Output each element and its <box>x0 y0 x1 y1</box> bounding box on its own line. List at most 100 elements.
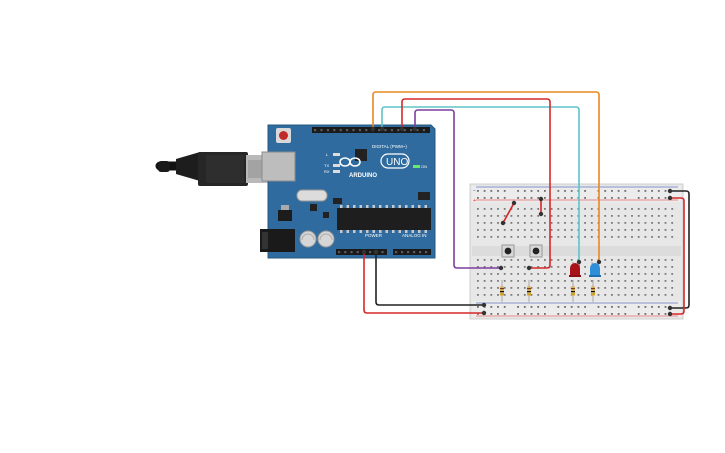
breadboard-hole[interactable] <box>611 294 613 296</box>
breadboard-hole[interactable] <box>537 280 540 282</box>
breadboard-hole[interactable] <box>483 208 486 210</box>
breadboard-hole[interactable] <box>544 280 546 282</box>
breadboard-hole[interactable] <box>611 259 613 261</box>
rail-hole[interactable] <box>557 197 560 199</box>
breadboard-hole[interactable] <box>624 259 627 261</box>
wires[interactable] <box>363 91 690 315</box>
breadboard-hole[interactable] <box>617 236 620 238</box>
breadboard-hole[interactable] <box>497 266 499 268</box>
rail-hole[interactable] <box>597 313 600 315</box>
breadboard-hole[interactable] <box>530 215 533 217</box>
rail-hole[interactable] <box>497 190 499 192</box>
breadboard-hole[interactable] <box>497 280 499 282</box>
rail-hole[interactable] <box>651 306 653 308</box>
breadboard-hole[interactable] <box>657 294 660 296</box>
breadboard-hole[interactable] <box>483 236 486 238</box>
breadboard-hole[interactable] <box>570 259 573 261</box>
breadboard-hole[interactable] <box>604 280 607 282</box>
rail-hole[interactable] <box>503 197 506 199</box>
rail-hole[interactable] <box>637 306 640 308</box>
rail-hole[interactable] <box>570 313 573 315</box>
breadboard-hole[interactable] <box>544 259 546 261</box>
breadboard-hole[interactable] <box>557 294 560 296</box>
analog-pin[interactable] <box>413 251 416 254</box>
analog-pin[interactable] <box>419 251 422 254</box>
breadboard-hole[interactable] <box>611 280 613 282</box>
rail-hole[interactable] <box>477 313 479 315</box>
breadboard-hole[interactable] <box>537 273 540 275</box>
breadboard-hole[interactable] <box>584 208 586 210</box>
breadboard-hole[interactable] <box>664 287 667 289</box>
rail-hole[interactable] <box>624 313 627 315</box>
breadboard-hole[interactable] <box>477 208 479 210</box>
led-blue[interactable] <box>589 261 601 277</box>
rail-hole[interactable] <box>530 313 533 315</box>
breadboard-hole[interactable] <box>617 222 620 224</box>
rail-hole[interactable] <box>644 313 647 315</box>
breadboard-hole[interactable] <box>584 259 586 261</box>
breadboard-hole[interactable] <box>550 222 553 224</box>
breadboard-hole[interactable] <box>664 294 667 296</box>
rail-hole[interactable] <box>644 190 647 192</box>
rail-hole[interactable] <box>584 313 586 315</box>
breadboard-hole[interactable] <box>564 229 566 231</box>
breadboard-hole[interactable] <box>557 229 560 231</box>
breadboard-hole[interactable] <box>604 222 607 224</box>
breadboard-hole[interactable] <box>477 259 479 261</box>
rail-hole[interactable] <box>584 197 586 199</box>
rail-hole[interactable] <box>523 197 526 199</box>
breadboard-hole[interactable] <box>624 229 627 231</box>
breadboard-hole[interactable] <box>537 259 540 261</box>
wire-red-rail-link[interactable] <box>670 197 685 315</box>
breadboard-hole[interactable] <box>604 259 607 261</box>
rail-hole[interactable] <box>530 197 533 199</box>
rail-hole[interactable] <box>657 197 660 199</box>
breadboard-hole[interactable] <box>483 215 486 217</box>
breadboard-hole[interactable] <box>510 280 513 282</box>
resistor-4[interactable] <box>591 280 595 302</box>
breadboard-hole[interactable] <box>517 229 519 231</box>
breadboard-hole[interactable] <box>550 273 553 275</box>
breadboard-hole[interactable] <box>597 287 600 289</box>
breadboard-hole[interactable] <box>523 287 526 289</box>
breadboard-hole[interactable] <box>651 266 653 268</box>
breadboard-hole[interactable] <box>671 259 674 261</box>
breadboard-hole[interactable] <box>490 222 493 224</box>
resistor-3[interactable] <box>571 280 575 302</box>
breadboard-hole[interactable] <box>537 266 540 268</box>
breadboard-hole[interactable] <box>510 287 513 289</box>
breadboard-hole[interactable] <box>671 273 674 275</box>
breadboard-hole[interactable] <box>570 229 573 231</box>
breadboard-hole[interactable] <box>544 208 546 210</box>
breadboard-hole[interactable] <box>651 287 653 289</box>
breadboard-hole[interactable] <box>523 236 526 238</box>
breadboard-hole[interactable] <box>550 287 553 289</box>
breadboard-hole[interactable] <box>590 259 593 261</box>
rail-hole[interactable] <box>530 190 533 192</box>
rail-hole[interactable] <box>564 190 566 192</box>
breadboard-hole[interactable] <box>503 280 506 282</box>
arduino-uno-board[interactable]: L TX RX ON ARDUINO UNO DIGITAL (PWM~) PO… <box>260 124 436 259</box>
breadboard-hole[interactable] <box>664 273 667 275</box>
rail-hole[interactable] <box>537 190 540 192</box>
breadboard-hole[interactable] <box>517 208 519 210</box>
rail-hole[interactable] <box>517 197 519 199</box>
power-pin[interactable] <box>344 251 347 254</box>
rail-hole[interactable] <box>584 190 586 192</box>
rail-hole[interactable] <box>564 313 566 315</box>
breadboard-hole[interactable] <box>624 273 627 275</box>
rail-hole[interactable] <box>570 306 573 308</box>
breadboard-hole[interactable] <box>644 266 647 268</box>
breadboard-hole[interactable] <box>564 236 566 238</box>
breadboard-hole[interactable] <box>544 236 546 238</box>
breadboard-hole[interactable] <box>503 266 506 268</box>
rail-hole[interactable] <box>497 306 499 308</box>
rail-hole[interactable] <box>604 313 607 315</box>
breadboard-hole[interactable] <box>604 294 607 296</box>
breadboard-hole[interactable] <box>497 215 499 217</box>
breadboard-hole[interactable] <box>497 208 499 210</box>
breadboard-hole[interactable] <box>617 259 620 261</box>
breadboard-hole[interactable] <box>651 236 653 238</box>
wire-cyan[interactable] <box>381 106 580 262</box>
rail-hole[interactable] <box>664 306 667 308</box>
